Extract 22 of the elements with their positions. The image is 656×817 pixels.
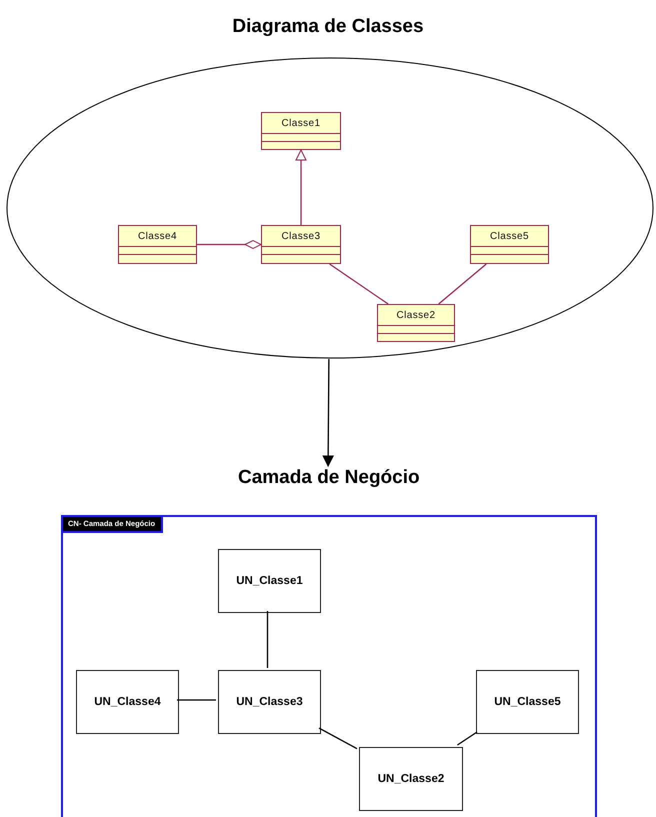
uml-class-box: Classe3 [261,225,341,264]
component-box: UN_Classe5 [476,670,579,734]
package-frame [61,515,597,817]
component-box: UN_Classe2 [359,747,463,811]
generalization-arrow [296,150,306,225]
connector-line [266,611,268,668]
uml-class-box: Classe4 [118,225,197,264]
diagram-title: Diagrama de Classes [232,16,424,38]
connector-line [457,731,478,746]
connector-line [318,727,358,750]
connector-line [438,264,487,304]
section-heading: Camada de Negócio [238,466,418,490]
connector-line [177,699,216,701]
uml-class-box: Classe1 [261,112,341,150]
connector-line [329,264,388,304]
uml-class-box: Classe2 [377,304,455,342]
arrow [322,359,334,466]
component-box: UN_Classe1 [218,549,321,613]
uml-class-box: Classe5 [470,225,549,264]
component-box: UN_Classe3 [218,670,321,734]
aggregation-line [197,240,262,249]
component-box: UN_Classe4 [76,670,179,734]
